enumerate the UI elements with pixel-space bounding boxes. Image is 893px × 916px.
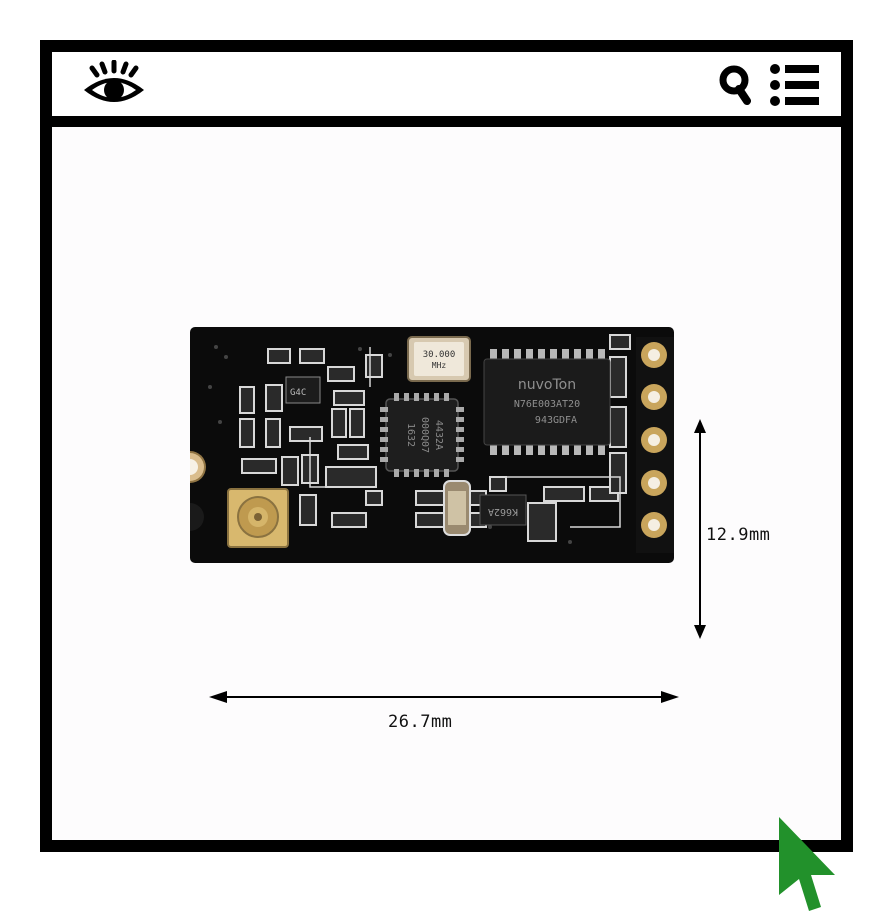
castellated-pads bbox=[636, 337, 674, 553]
mouse-pointer-icon bbox=[779, 817, 835, 911]
svg-text:N76E003AT20: N76E003AT20 bbox=[514, 399, 580, 410]
svg-text:K662A: K662A bbox=[488, 506, 518, 517]
height-dimension-arrow bbox=[694, 419, 706, 639]
svg-text:4432A: 4432A bbox=[433, 420, 444, 450]
image-content: G4C 30.000 MHz 4432A 000Q07 bbox=[52, 127, 841, 840]
rf-transceiver-chip: 4432A 000Q07 1632 bbox=[380, 393, 464, 477]
viewer-window: G4C 30.000 MHz 4432A 000Q07 bbox=[40, 40, 853, 852]
height-dimension-label: 12.9mm bbox=[706, 525, 771, 545]
width-dimension-label: 26.7mm bbox=[388, 712, 453, 732]
list-menu-icon[interactable] bbox=[769, 63, 821, 107]
svg-text:943GDFA: 943GDFA bbox=[535, 415, 577, 426]
mcu-chip: nuvoTon N76E003AT20 943GDFA bbox=[483, 349, 611, 455]
eye-icon[interactable] bbox=[82, 60, 146, 108]
search-icon[interactable] bbox=[719, 65, 753, 105]
svg-text:1632: 1632 bbox=[405, 423, 416, 447]
regulator-chip: K662A bbox=[479, 494, 527, 526]
svg-text:nuvoTon: nuvoTon bbox=[518, 377, 576, 393]
small-ic-label: G4C bbox=[290, 388, 306, 398]
crystal-oscillator: 30.000 MHz bbox=[407, 336, 471, 382]
svg-text:MHz: MHz bbox=[432, 361, 447, 370]
rf-module-photo: G4C 30.000 MHz 4432A 000Q07 bbox=[190, 327, 674, 563]
svg-text:30.000: 30.000 bbox=[423, 350, 456, 360]
svg-text:000Q07: 000Q07 bbox=[419, 417, 430, 453]
width-dimension-arrow bbox=[209, 691, 679, 703]
antenna-connector bbox=[227, 488, 289, 548]
title-bar bbox=[52, 52, 841, 127]
